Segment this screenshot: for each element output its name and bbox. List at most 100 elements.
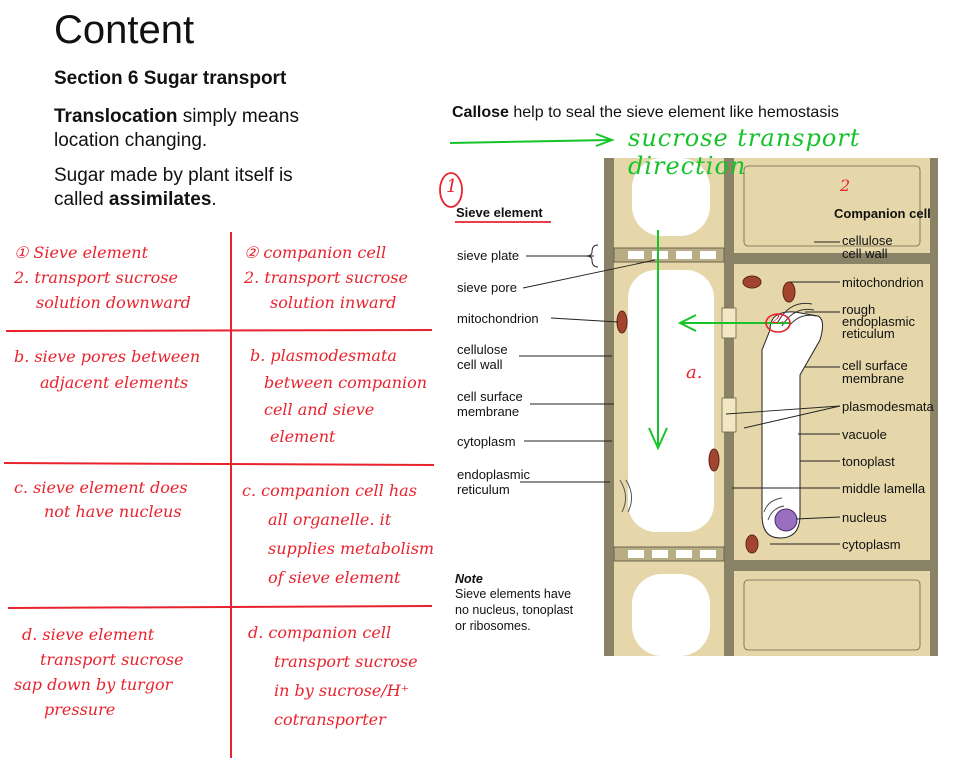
table-row-2-right: b. plasmodesmata between companion cell … xyxy=(250,342,427,450)
note-line: no nucleus, tonoplast xyxy=(455,603,574,617)
label-line: cell surface xyxy=(457,389,523,404)
vacuole-shape xyxy=(761,311,824,539)
cell-line: d. sieve element xyxy=(22,625,155,644)
note-title: Note xyxy=(455,572,483,586)
label-plasmodesmata: plasmodesmata xyxy=(842,399,934,414)
cell-line: element xyxy=(270,427,336,446)
label-nucleus: nucleus xyxy=(842,510,887,525)
leader-lines xyxy=(519,241,841,545)
label-tonoplast: tonoplast xyxy=(842,454,895,469)
cell-line: adjacent elements xyxy=(40,373,189,392)
label-line: cell wall xyxy=(457,357,503,372)
cell-line: all organelle. it xyxy=(268,510,392,529)
diagram-mark-2: 2. xyxy=(772,312,785,327)
note-line: or ribosomes. xyxy=(455,619,531,633)
intro-line-4-pre: called xyxy=(54,189,109,210)
term-translocation: Translocation xyxy=(54,106,178,127)
cell-line: ② companion cell xyxy=(244,243,387,262)
label-line: cellulose xyxy=(457,342,508,357)
label-mitochondrion-left: mitochondrion xyxy=(457,311,539,326)
cell-line: supplies metabolism xyxy=(268,539,435,558)
cell-line: 2. transport sucrose xyxy=(14,268,178,287)
cell-line: b. sieve pores between xyxy=(14,347,201,366)
lower-companion-outline xyxy=(743,579,921,651)
label-line: reticulum xyxy=(842,326,895,341)
label-sieve-plate: sieve plate xyxy=(457,248,520,263)
number-2: 2 xyxy=(840,176,851,195)
nucleus-er xyxy=(763,497,785,521)
intro-line-2: location changing. xyxy=(54,130,208,151)
cell-line: transport sucrose xyxy=(40,650,184,669)
note-line: Sieve elements have xyxy=(455,587,572,601)
callose-note-rest: help to seal the sieve element like hemo… xyxy=(508,104,839,121)
cell-line: d. companion cell xyxy=(248,623,392,642)
intro-line-1-rest: simply means xyxy=(177,106,299,127)
section-heading: Section 6 Sugar transport xyxy=(54,68,287,89)
cell-line: sap down by turgor xyxy=(14,675,173,694)
label-line: cell wall xyxy=(842,246,888,261)
label-line: endoplasmic xyxy=(457,467,530,482)
page-title: Content xyxy=(54,8,195,52)
diagram-note: Note Sieve elements have no nucleus, ton… xyxy=(455,572,573,634)
label-cytoplasm-right: cytoplasm xyxy=(842,537,901,552)
label-vacuole: vacuole xyxy=(842,427,887,442)
cell-line: transport sucrose xyxy=(274,652,418,671)
mitochondria xyxy=(616,275,796,554)
intro-line-1: Translocation simply means xyxy=(54,105,299,128)
intro-line-3: Sugar made by plant itself is xyxy=(54,165,293,186)
label-mitochondrion-right: mitochondrion xyxy=(842,275,924,290)
term-callose: Callose xyxy=(452,104,509,121)
label-line: membrane xyxy=(457,404,520,419)
label-line: reticulum xyxy=(457,482,510,497)
table-row-4-left: d. sieve element transport sucrose sap d… xyxy=(14,622,184,722)
intro-line-4: called assimilates. xyxy=(54,188,217,211)
cell-line: ① Sieve element xyxy=(14,243,148,262)
cell-line: cotransporter xyxy=(274,710,386,729)
table-row-1-left: ① Sieve element 2. transport sucrose sol… xyxy=(14,240,191,315)
sucrose-direction-arrow xyxy=(449,133,615,147)
cell-line: b. plasmodesmata xyxy=(250,346,397,365)
sieve-lumen-main xyxy=(628,270,714,532)
intro-line-4-post: . xyxy=(211,189,217,210)
sieve-pores xyxy=(628,251,716,558)
cell-line: in by sucrose/H⁺ xyxy=(274,681,410,700)
cell-line: solution downward xyxy=(36,293,191,312)
companion-cell-heading: Companion cell xyxy=(834,206,931,221)
table-row-2-left: b. sieve pores between adjacent elements xyxy=(14,344,200,396)
label-middle-lamella: middle lamella xyxy=(842,481,926,496)
number-1: 1 xyxy=(446,176,458,197)
cell-line: c. companion cell has xyxy=(242,481,417,500)
sieve-element-heading: Sieve element xyxy=(456,205,543,220)
nucleus-shape xyxy=(774,508,798,532)
cell-line: cell and sieve xyxy=(264,400,375,419)
label-line: endoplasmic xyxy=(842,314,915,329)
sieve-er xyxy=(619,479,632,513)
term-assimilates: assimilates xyxy=(108,189,212,210)
cell-line: between companion xyxy=(264,373,428,392)
table-row-1-right: ② companion cell 2. transport sucrose so… xyxy=(244,240,408,315)
flow-arrows xyxy=(648,230,790,451)
cell-diagram xyxy=(604,158,938,656)
sucrose-direction-note: sucrose transport direction xyxy=(628,124,861,180)
cell-line: not have nucleus xyxy=(44,502,182,521)
label-line: cell surface xyxy=(842,358,908,373)
sieve-plate-brace xyxy=(585,244,599,268)
circle-number-1 xyxy=(439,172,463,208)
mark-2-circle xyxy=(765,313,791,333)
label-line: rough xyxy=(842,302,876,317)
table-row-3-left: c. sieve element does not have nucleus xyxy=(14,476,188,524)
cell-line: pressure xyxy=(44,700,116,719)
label-line: membrane xyxy=(842,371,905,386)
label-line: cellulose xyxy=(842,233,893,248)
label-cytoplasm-left: cytoplasm xyxy=(457,434,516,449)
table-row-3-right: c. companion cell has all organelle. it … xyxy=(242,476,434,592)
cell-line: solution inward xyxy=(270,293,397,312)
upper-companion-outline xyxy=(743,165,921,247)
